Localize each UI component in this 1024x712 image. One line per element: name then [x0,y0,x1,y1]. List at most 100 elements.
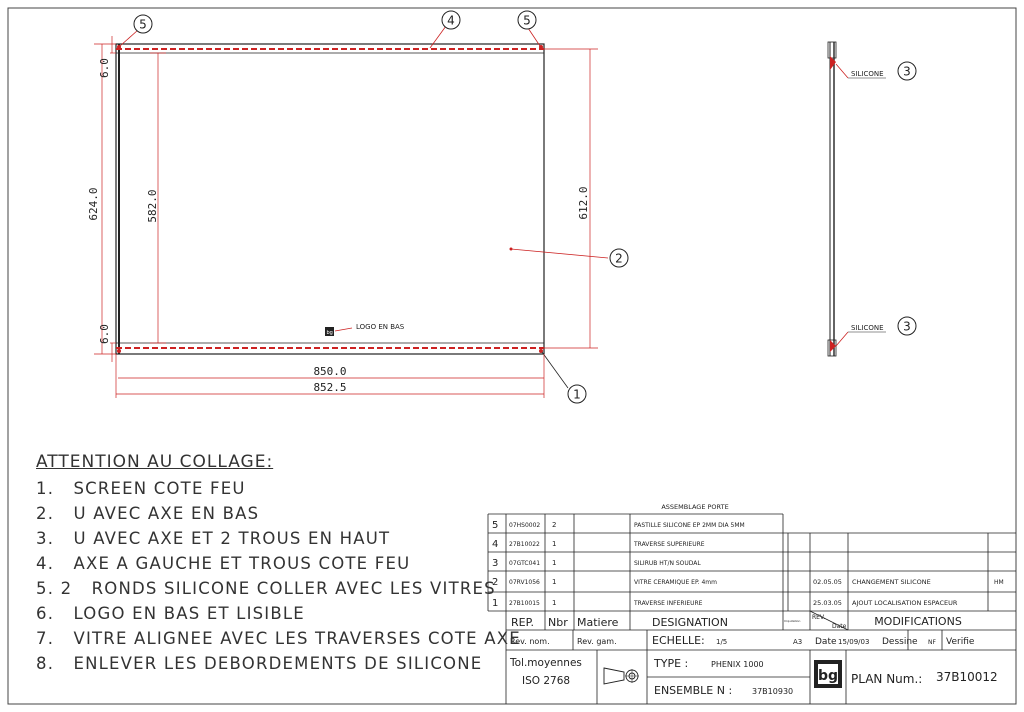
silicone-top-leader [835,63,849,79]
logo-mark-icon [325,327,334,336]
dim-overall-height: 624.0 [87,187,100,220]
note-item: 8. ENLEVER LES DEBORDEMENTS DE SILICONE [36,654,483,673]
svg-text:bg: bg [818,668,838,684]
header-matiere: Matiere [577,616,619,629]
projection-symbol-icon [603,667,639,685]
bom-designation: SILIRUB HT/N SOUDAL [634,560,701,567]
dim-overall-width: 852.5 [313,381,346,394]
leader-5-right [527,27,541,47]
bom-ref: 07GTC041 [509,560,540,567]
bom-ref: 07HS0002 [509,522,540,529]
tol-line2: ISO 2768 [522,675,570,687]
revision-date: 02.05.05 [813,578,842,586]
balloon-3-top: 3 [897,61,917,81]
leader-4 [429,25,447,49]
svg-text:2: 2 [615,252,623,266]
silicone-bottom-mark [830,340,836,352]
bom-ref: 27B10015 [509,600,540,607]
rev-header-rev: REV. [812,614,825,621]
assembly-title: ASSEMBLAGE PORTE [661,503,728,511]
logo-leader [334,327,353,332]
bom-designation: PASTILLE SILICONE EP 2MM DIA 5MM [634,522,745,529]
verifie-label: Verifie [946,637,975,647]
svg-text:5: 5 [139,18,147,32]
revision-date: 25.03.05 [813,599,842,607]
bom-ref: 27B10022 [509,541,540,548]
silicone-top-mark [830,56,836,70]
right-dimension-lines [544,48,598,349]
bom-qty: 1 [552,599,556,607]
date-label: Date [815,637,837,647]
bom-rep: 3 [492,558,498,569]
side-bottom-profile [827,339,837,357]
dim-right-height: 612.0 [577,186,590,219]
bom-rep: 1 [492,598,498,609]
svg-text:5: 5 [523,14,531,28]
svg-text:4: 4 [447,14,455,28]
bom-rep: 5 [492,520,498,531]
bom-designation: TRAVERSE SUPERIEURE [633,541,705,548]
glass-panel [115,43,545,355]
title-block [487,513,1016,704]
bom-qty: 1 [552,540,556,548]
dim-inner-height: 582.0 [146,189,159,222]
echelle-label: ECHELLE: [652,634,705,647]
svg-text:3: 3 [903,320,911,334]
rev-header-modifications: MODIFICATIONS [874,615,962,628]
format-value: A3 [793,638,802,646]
notes-title: ATTENTION AU COLLAGE: [36,452,274,472]
tol-line1: Tol.moyennes [509,657,582,669]
bom-rep: 2 [492,577,498,588]
rev-gam: Rev. gam. [577,637,617,646]
ensemble-value: 37B10930 [752,687,793,696]
silicone-top-label: SILICONE [851,70,884,78]
bom-qty: 1 [552,578,556,586]
dim-inner-width: 850.0 [313,365,346,378]
revision-text: CHANGEMENT SILICONE [852,578,931,586]
leader-5-left [119,29,139,47]
header-nbr: Nbr [548,616,568,629]
dim-top-gap: 6.0 [98,58,111,78]
silicone-dot [117,349,121,353]
bom-qty: 1 [552,559,556,567]
bom-ref: 07RV1056 [509,579,540,586]
plan-value: 37B10012 [936,670,998,684]
dessine-label: Dessine [882,637,918,647]
dim-bottom-gap: 6.0 [98,324,111,344]
plan-label: PLAN Num.: [851,672,922,686]
rev-header-date: Date [832,623,847,630]
svg-text:3: 3 [903,65,911,79]
bom-table: 5 07HS0002 2 PASTILLE SILICONE EP 2MM DIA 5… [492,520,745,609]
ensemble-label: ENSEMBLE N : [654,684,732,697]
balloon-2: 2 [609,248,629,268]
rev-nom: Rev. nom. [510,637,550,646]
bottom-dimension-lines [115,354,545,398]
header-rep: REP. [511,616,534,629]
note-item: 4. AXE A GAUCHE ET TROUS COTE FEU [36,554,411,573]
bom-rep: 4 [492,539,498,550]
silicone-bottom-label: SILICONE [851,324,884,332]
date-value: 15/09/03 [838,638,869,646]
bom-qty: 2 [552,521,556,529]
balloon-5-right: 5 [517,10,537,30]
balloon-1: 1 [567,384,587,404]
type-value: PHENIX 1000 [711,660,764,669]
company-logo-icon: bg [814,660,842,688]
side-view: SILICONE SILICONE 3 3 [827,41,917,357]
header-designation: DESIGNATION [652,616,728,629]
balloon-5-left: 5 [133,14,153,34]
front-view: 5 4 5 2 1 bg LOGO EN BAS [87,10,629,404]
header-imputation: Imputation [784,619,800,623]
svg-text:1: 1 [573,388,581,402]
balloon-3-bottom: 3 [897,316,917,336]
leader-2 [510,248,609,259]
note-item: 2. U AVEC AXE EN BAS [36,504,260,523]
note-item: 7. VITRE ALIGNEE AVEC LES TRAVERSES COTE… [36,629,521,648]
dessine-value: NF [928,639,936,646]
echelle-value: 1/5 [716,638,727,646]
leader-2-dot [509,247,513,251]
silicone-bottom-leader [835,331,849,347]
svg-text:bg: bg [327,330,333,336]
left-dimension-lines [94,36,166,362]
